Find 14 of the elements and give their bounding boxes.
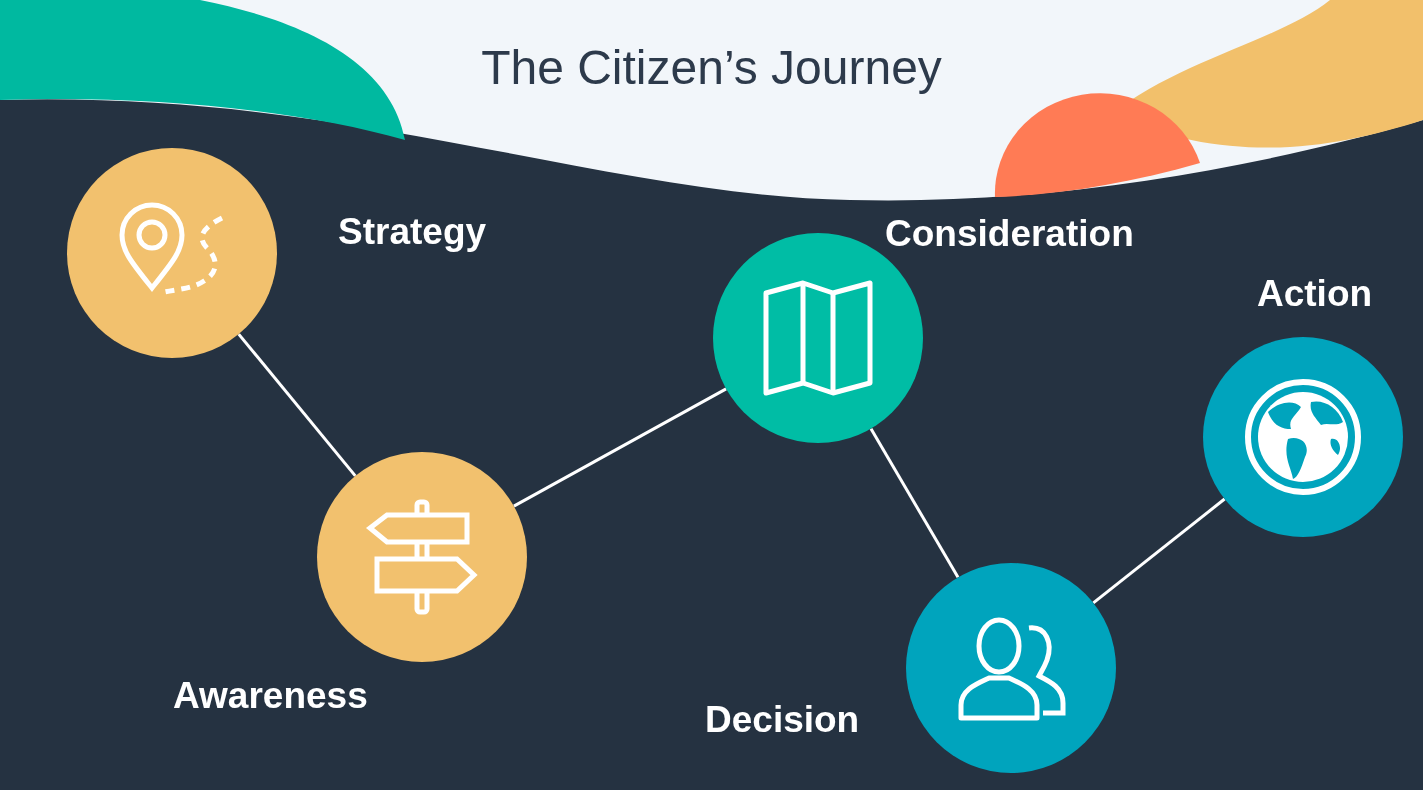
step-label: Action: [1257, 274, 1373, 315]
circle-node: [1203, 337, 1403, 537]
connector-line: [513, 387, 727, 508]
connector-line: [237, 333, 357, 477]
step-label: Consideration: [885, 214, 1134, 255]
connector-line: [869, 427, 960, 579]
step-label: Decision: [705, 700, 860, 741]
connector-line: [1092, 497, 1226, 605]
step-label: Awareness: [173, 676, 368, 717]
circle-node: [317, 452, 527, 662]
circle-node: [906, 563, 1116, 773]
step-label: Strategy: [338, 212, 487, 253]
circle-node: [67, 148, 277, 358]
title: The Citizen’s Journey: [480, 40, 943, 95]
